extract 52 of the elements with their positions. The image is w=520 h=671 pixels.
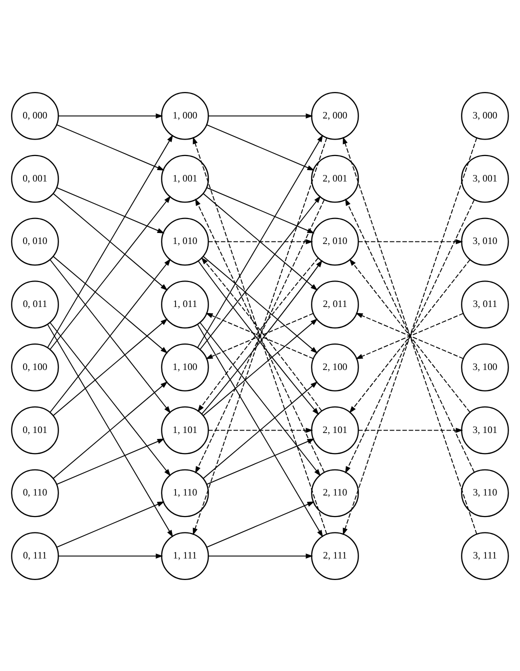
arrow	[200, 322, 321, 476]
node-circle: 2, 111	[311, 532, 359, 580]
arrow	[208, 553, 313, 558]
node-circle: 0, 101	[11, 406, 59, 454]
arrow	[58, 553, 163, 558]
arrow	[47, 323, 174, 537]
arrow	[52, 255, 168, 354]
node-circle: 2, 000	[311, 92, 359, 140]
arrow	[58, 112, 163, 118]
node-circle: 0, 110	[11, 468, 59, 517]
node-circle: 3, 100	[461, 343, 509, 391]
arrow	[47, 134, 174, 348]
arrow	[56, 438, 165, 484]
arrow	[358, 238, 463, 244]
node-circle: 3, 000	[461, 92, 509, 140]
arrow	[358, 427, 463, 432]
arrow	[356, 312, 464, 359]
arrow	[208, 238, 313, 244]
node-circle: 3, 111	[461, 532, 509, 580]
arrow	[52, 380, 168, 478]
node-circle: 3, 011	[461, 280, 509, 328]
arrow	[197, 323, 323, 537]
node-circle: 3, 001	[461, 154, 509, 202]
arrow	[56, 500, 165, 548]
arrow	[206, 124, 315, 170]
arrow	[52, 192, 168, 290]
node-circle: 0, 100	[11, 343, 59, 391]
arrow	[50, 322, 171, 476]
node-circle: 0, 011	[11, 280, 59, 328]
node-circle: 1, 000	[161, 92, 209, 140]
arrow	[202, 192, 318, 290]
node-circle: 0, 001	[11, 154, 59, 202]
arrow	[202, 255, 318, 354]
arrow	[197, 134, 323, 348]
arrow	[208, 112, 313, 118]
node-circle: 0, 010	[11, 217, 59, 266]
arrow	[206, 312, 314, 359]
arrow	[206, 500, 315, 548]
arrow	[200, 195, 321, 350]
arrow	[202, 380, 318, 478]
node-circle: 3, 101	[461, 406, 509, 454]
node-circle: 1, 111	[161, 532, 209, 580]
arrow	[52, 318, 168, 416]
node-circle: 3, 110	[461, 468, 509, 517]
node-circle: 3, 010	[461, 217, 509, 266]
node-circle: 0, 111	[11, 532, 59, 580]
arrow	[202, 318, 318, 416]
arrow	[208, 427, 313, 432]
arrow	[56, 124, 165, 170]
node-circle: 0, 000	[11, 92, 59, 140]
arrow	[56, 186, 165, 233]
arrow	[50, 195, 171, 350]
